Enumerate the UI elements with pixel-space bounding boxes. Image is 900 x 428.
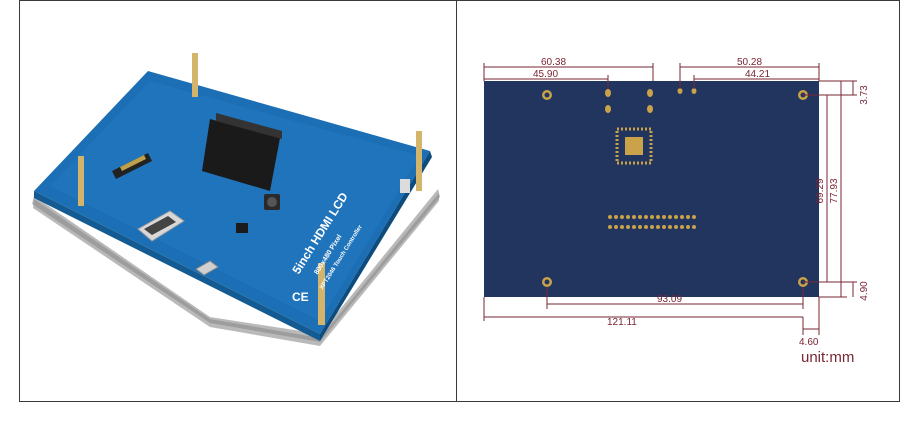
dim-top-inner-left: 45.90 <box>533 69 558 80</box>
top-pads <box>605 88 697 113</box>
ce-mark-icon: CE <box>292 290 309 304</box>
dim-right-inner-height: 69.29 <box>815 178 826 203</box>
micro-usb-port <box>195 260 219 276</box>
dimension-drawing-panel: 60.38 45.90 50.28 44.21 3.73 69.29 77.93… <box>456 0 900 402</box>
dim-bottom-outer-width: 121.11 <box>607 317 637 328</box>
pcb-side <box>34 191 320 341</box>
brass-standoffs <box>78 53 422 325</box>
ic-footprint <box>615 127 653 165</box>
dim-right-bottom-offset: 4.90 <box>859 281 870 301</box>
unit-label: unit:mm <box>801 349 854 366</box>
hdmi-port <box>137 210 185 242</box>
dim-right-top-offset: 3.73 <box>859 85 870 105</box>
lcd-board-photo: 5inch HDMI LCD 800x480 Pixel XPT2046 Tou… <box>32 53 440 346</box>
gpio-header <box>202 113 282 191</box>
dimension-lines <box>483 63 857 335</box>
header-pad-row <box>608 215 696 229</box>
dim-top-outer-left: 60.38 <box>541 57 566 68</box>
dimension-drawing: 60.38 45.90 50.28 44.21 3.73 69.29 77.93… <box>483 57 870 366</box>
dim-bottom-inner-width: 93.09 <box>657 294 682 305</box>
dim-top-outer-right: 50.28 <box>737 57 762 68</box>
pcb-outline <box>484 81 819 297</box>
switch <box>400 179 410 193</box>
dim-top-inner-right: 44.21 <box>745 69 770 80</box>
dim-bottom-right-offset: 4.60 <box>799 337 819 348</box>
small-ic <box>236 223 248 233</box>
pcb-side-right <box>320 151 432 341</box>
product-photo-panel: 5inch HDMI LCD 800x480 Pixel XPT2046 Tou… <box>19 0 463 402</box>
pcb-board-highlight <box>50 81 420 321</box>
dim-right-outer-height: 77.93 <box>829 178 840 203</box>
